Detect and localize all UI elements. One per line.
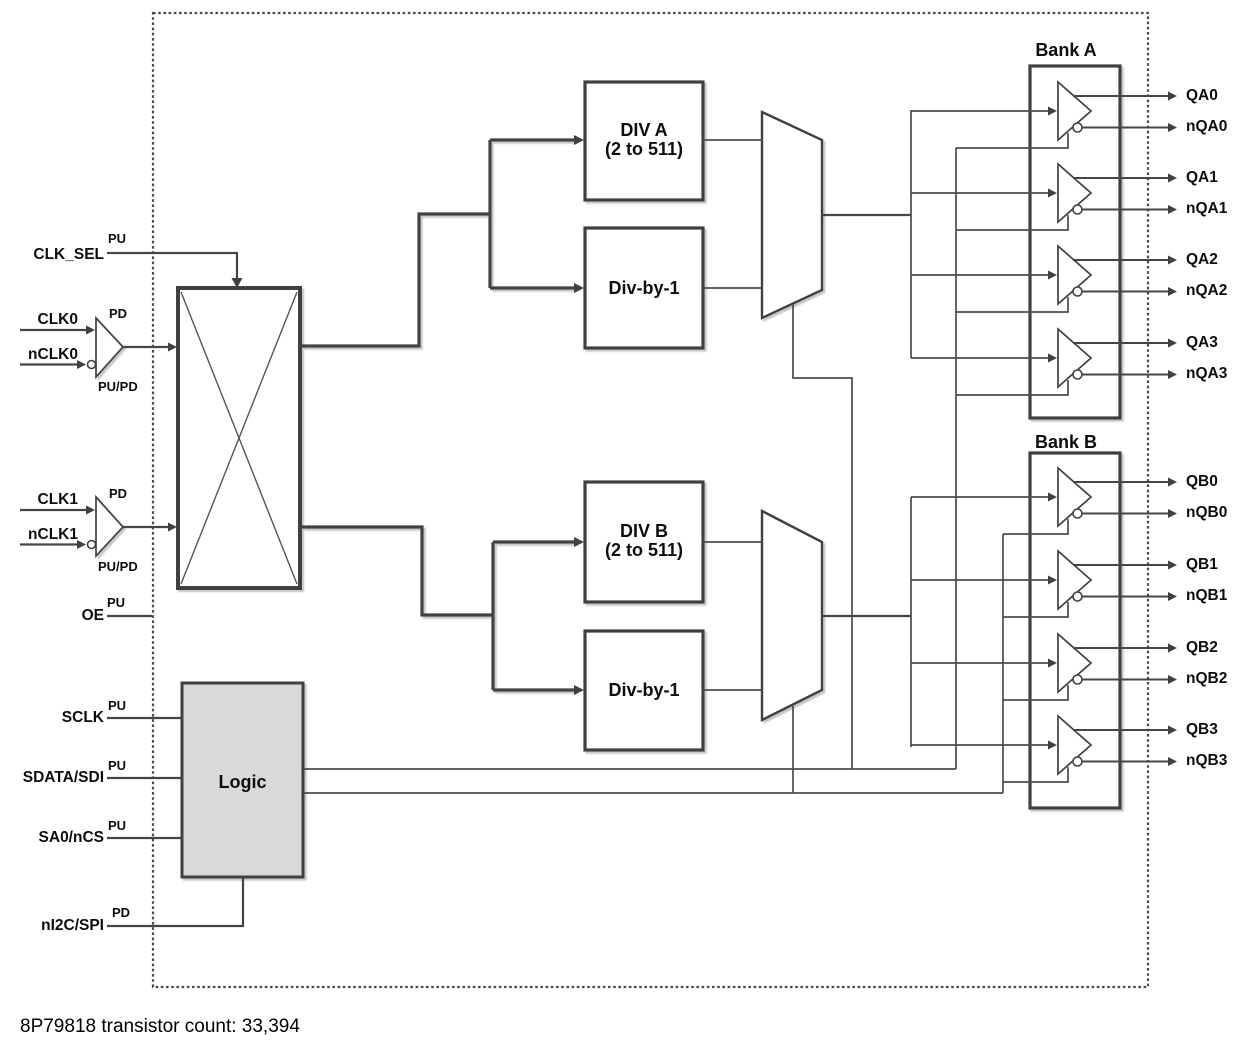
bank-a-title: Bank A	[1035, 40, 1097, 60]
div-a-block	[583, 80, 705, 202]
bank-a-buffers	[1057, 80, 1093, 389]
crossbar-x	[180, 291, 298, 585]
out-label-nqa0: nQA0	[1186, 118, 1228, 135]
pin-label-nclk0: nCLK0	[28, 346, 78, 363]
out-label-nqb3: nQB3	[1186, 752, 1228, 769]
out-label-nqa2: nQA2	[1186, 282, 1228, 299]
logic-label: Logic	[218, 772, 267, 792]
transistor-count-caption: 8P79818 transistor count: 33,394	[20, 1016, 300, 1037]
pull-label-clk1-pupd: PU/PD	[98, 559, 138, 574]
pin-label-ni2c-spi: nI2C/SPI	[41, 917, 104, 934]
out-label-qa1: QA1	[1186, 169, 1218, 186]
pull-label-clk0-pupd: PU/PD	[98, 379, 138, 394]
pin-label-clk0: CLK0	[37, 311, 78, 328]
logic-block	[180, 681, 305, 879]
clock-path-wires	[300, 138, 576, 692]
inverter-bubble-icons	[86, 122, 1083, 767]
div-by-1-b-label: Div-by-1	[608, 680, 680, 700]
output-wires	[1073, 95, 1170, 763]
div-a-title: DIV A	[620, 120, 668, 140]
pull-label-clk0: PD	[109, 306, 128, 321]
div-by-1-a-label: Div-by-1	[608, 278, 680, 298]
mux-a	[760, 110, 824, 320]
arrowhead-icons	[77, 91, 1177, 766]
pin-label-sdata-sdi: SDATA/SDI	[22, 769, 104, 786]
signal-wires	[20, 213, 911, 928]
arrow-down-icon	[231, 278, 243, 288]
div-a-label: DIV A (2 to 511)	[585, 121, 703, 159]
pull-label-clk-sel: PU	[108, 231, 127, 246]
out-label-nqb1: nQB1	[1186, 587, 1228, 604]
div-by-1-a-block	[583, 226, 705, 350]
div-b-range: (2 to 511)	[604, 540, 684, 560]
out-label-qa2: QA2	[1186, 251, 1218, 268]
chip-boundary	[151, 11, 1150, 989]
div-b-title: DIV B	[619, 521, 668, 541]
out-label-nqa1: nQA1	[1186, 200, 1228, 217]
clk1-input-buffer	[95, 494, 125, 559]
mux-a-select-wire	[792, 304, 853, 769]
pin-label-oe: OE	[81, 607, 104, 624]
clk0-input-buffer	[95, 315, 125, 380]
out-label-nqb2: nQB2	[1186, 670, 1228, 687]
pin-label-clk-sel: CLK_SEL	[33, 246, 104, 263]
div-by-1-b-block	[583, 629, 705, 752]
pull-label-oe: PU	[107, 595, 126, 610]
div-a-range: (2 to 511)	[604, 139, 684, 159]
pin-label-clk1: CLK1	[37, 491, 78, 508]
out-label-qb0: QB0	[1186, 473, 1218, 490]
div-b-block	[583, 480, 705, 604]
out-label-nqa3: nQA3	[1186, 365, 1228, 382]
pull-label-sa0-ncs: PU	[108, 818, 127, 833]
out-label-qb3: QB3	[1186, 721, 1218, 738]
pin-label-sa0-ncs: SA0/nCS	[38, 829, 104, 846]
out-label-qa0: QA0	[1186, 87, 1218, 104]
out-label-qb1: QB1	[1186, 556, 1218, 573]
pull-label-sclk: PU	[108, 698, 127, 713]
bank-b-title: Bank B	[1034, 432, 1097, 452]
div-b-label: DIV B (2 to 511)	[585, 522, 703, 560]
pull-label-ni2c-spi: PD	[112, 905, 131, 920]
ni2c-wire	[107, 877, 245, 928]
pin-label-nclk1: nCLK1	[28, 526, 78, 543]
pull-label-sdata-sdi: PU	[108, 758, 127, 773]
out-label-qb2: QB2	[1186, 639, 1218, 656]
routing-wires	[303, 110, 1069, 794]
clk-sel-wire	[107, 251, 239, 278]
blocks-layer	[95, 64, 1122, 879]
out-label-nqb0: nQB0	[1186, 504, 1228, 521]
mux-b	[760, 509, 824, 722]
pull-label-clk1: PD	[109, 486, 128, 501]
pin-label-sclk: SCLK	[61, 709, 104, 726]
out-label-qa3: QA3	[1186, 334, 1218, 351]
